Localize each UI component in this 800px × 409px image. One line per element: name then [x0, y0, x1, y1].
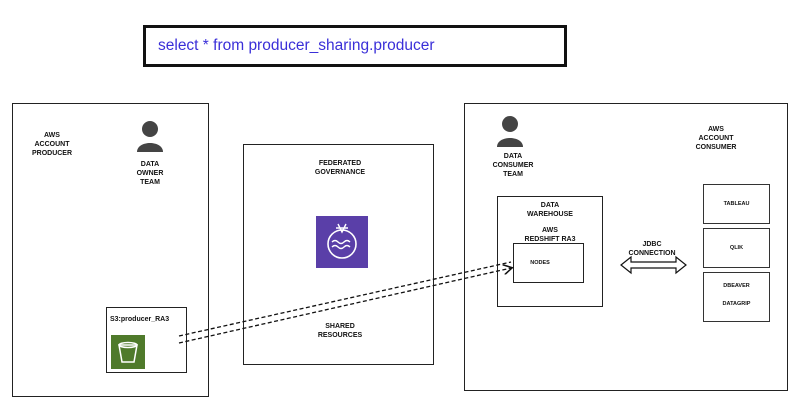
tableau-label: TABLEAU — [723, 201, 750, 207]
data-consumer-user-icon — [497, 116, 523, 147]
qlik-box: QLIK — [703, 228, 770, 268]
s3-bucket-box — [106, 307, 187, 373]
dbeaver-label: DBEAVER — [723, 283, 750, 289]
nodes-label: NODES — [530, 260, 550, 266]
producer-account-label: AWS ACCOUNT PRODUCER — [31, 132, 73, 157]
qlik-label: QLIK — [729, 245, 744, 251]
consumer-account-label: AWS ACCOUNT CONSUMER — [695, 126, 737, 151]
producer-account-box — [12, 103, 209, 397]
data-consumer-team-label: DATA CONSUMER TEAM — [492, 153, 534, 178]
sql-query-text: select * from producer_sharing.producer — [158, 37, 435, 54]
s3-bucket-icon — [111, 335, 145, 369]
data-share-connector-b — [178, 268, 511, 344]
tableau-box: TABLEAU — [703, 184, 770, 224]
dbeaver-datagrip-box: DBEAVER DATAGRIP — [703, 272, 770, 322]
s3-bucket-label: S3:producer_RA3 — [110, 316, 170, 323]
nodes-box — [513, 243, 584, 283]
datagrip-label: DATAGRIP — [722, 301, 751, 307]
consumer-account-box — [464, 103, 788, 391]
jdbc-double-arrow — [620, 255, 687, 275]
governance-title: FEDERATED GOVERNANCE — [314, 160, 366, 176]
governance-box — [243, 144, 434, 365]
data-owner-user-icon — [137, 121, 163, 152]
jdbc-connection-label: JDBC CONNECTION — [628, 241, 676, 257]
lake-formation-icon — [316, 216, 368, 268]
data-share-connector-a — [178, 261, 512, 337]
redshift-label: AWS REDSHIFT RA3 — [524, 227, 576, 243]
data-warehouse-label: DATA WAREHOUSE — [527, 202, 573, 218]
sql-query-box: select * from producer_sharing.producer — [143, 25, 567, 67]
data-owner-team-label: DATA OWNER TEAM — [136, 161, 164, 186]
data-warehouse-box — [497, 196, 603, 307]
shared-resources-label: SHARED RESOURCES — [317, 323, 363, 339]
